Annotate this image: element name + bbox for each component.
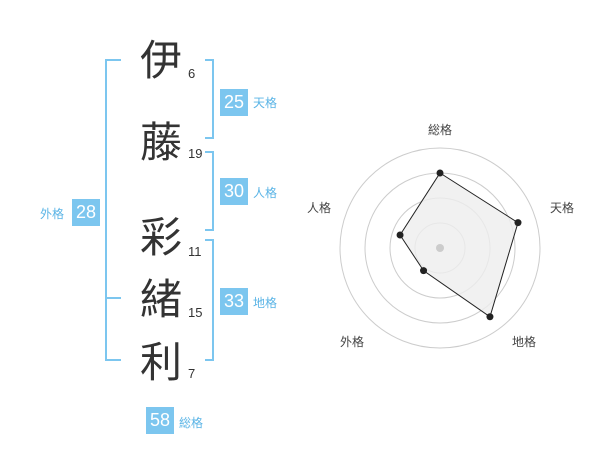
tenkaku-bracket — [205, 59, 214, 139]
tenkaku-value: 25 — [220, 89, 248, 116]
soukaku-value: 58 — [146, 407, 174, 434]
radar-ring-4 — [339, 147, 541, 349]
name-char-4: 緒 — [139, 275, 182, 324]
chikaku-value: 33 — [220, 288, 248, 315]
radar-point-4 — [420, 267, 428, 275]
radar-point-3 — [486, 313, 494, 321]
radar-label-tenkaku: 天格 — [550, 201, 575, 215]
radar-label-jinkaku: 人格 — [307, 201, 332, 215]
gaikaku-label: 外格 — [40, 207, 65, 221]
name-char-3: 彩 — [139, 213, 182, 262]
radar-point-1 — [436, 169, 444, 177]
radar-label-soukaku: 総格 — [428, 123, 453, 137]
radar-label-chikaku: 地格 — [512, 335, 537, 349]
jinkaku-value: 30 — [220, 178, 248, 205]
stroke-count-2: 19 — [188, 146, 203, 161]
stroke-count-1: 6 — [188, 66, 196, 81]
name-char-2: 藤 — [139, 118, 182, 167]
radar-label-gaikaku: 外格 — [340, 335, 365, 349]
radar-point-5 — [396, 231, 404, 239]
soukaku-label: 総格 — [179, 416, 204, 430]
gaikaku-value: 28 — [72, 199, 100, 226]
gaikaku-bracket — [105, 59, 121, 361]
stroke-count-4: 15 — [188, 305, 203, 320]
radar-data-polygon — [399, 172, 519, 318]
tenkaku-label: 天格 — [253, 96, 278, 110]
radar-center-dot — [436, 244, 444, 252]
radar-point-2 — [514, 219, 522, 227]
stroke-count-5: 7 — [188, 366, 196, 381]
chikaku-bracket — [205, 239, 214, 361]
name-char-5: 利 — [139, 338, 182, 387]
name-char-1: 伊 — [139, 36, 182, 85]
stroke-count-3: 11 — [188, 244, 202, 259]
jinkaku-label: 人格 — [253, 186, 278, 200]
jinkaku-bracket — [205, 151, 214, 231]
chikaku-label: 地格 — [253, 296, 278, 310]
